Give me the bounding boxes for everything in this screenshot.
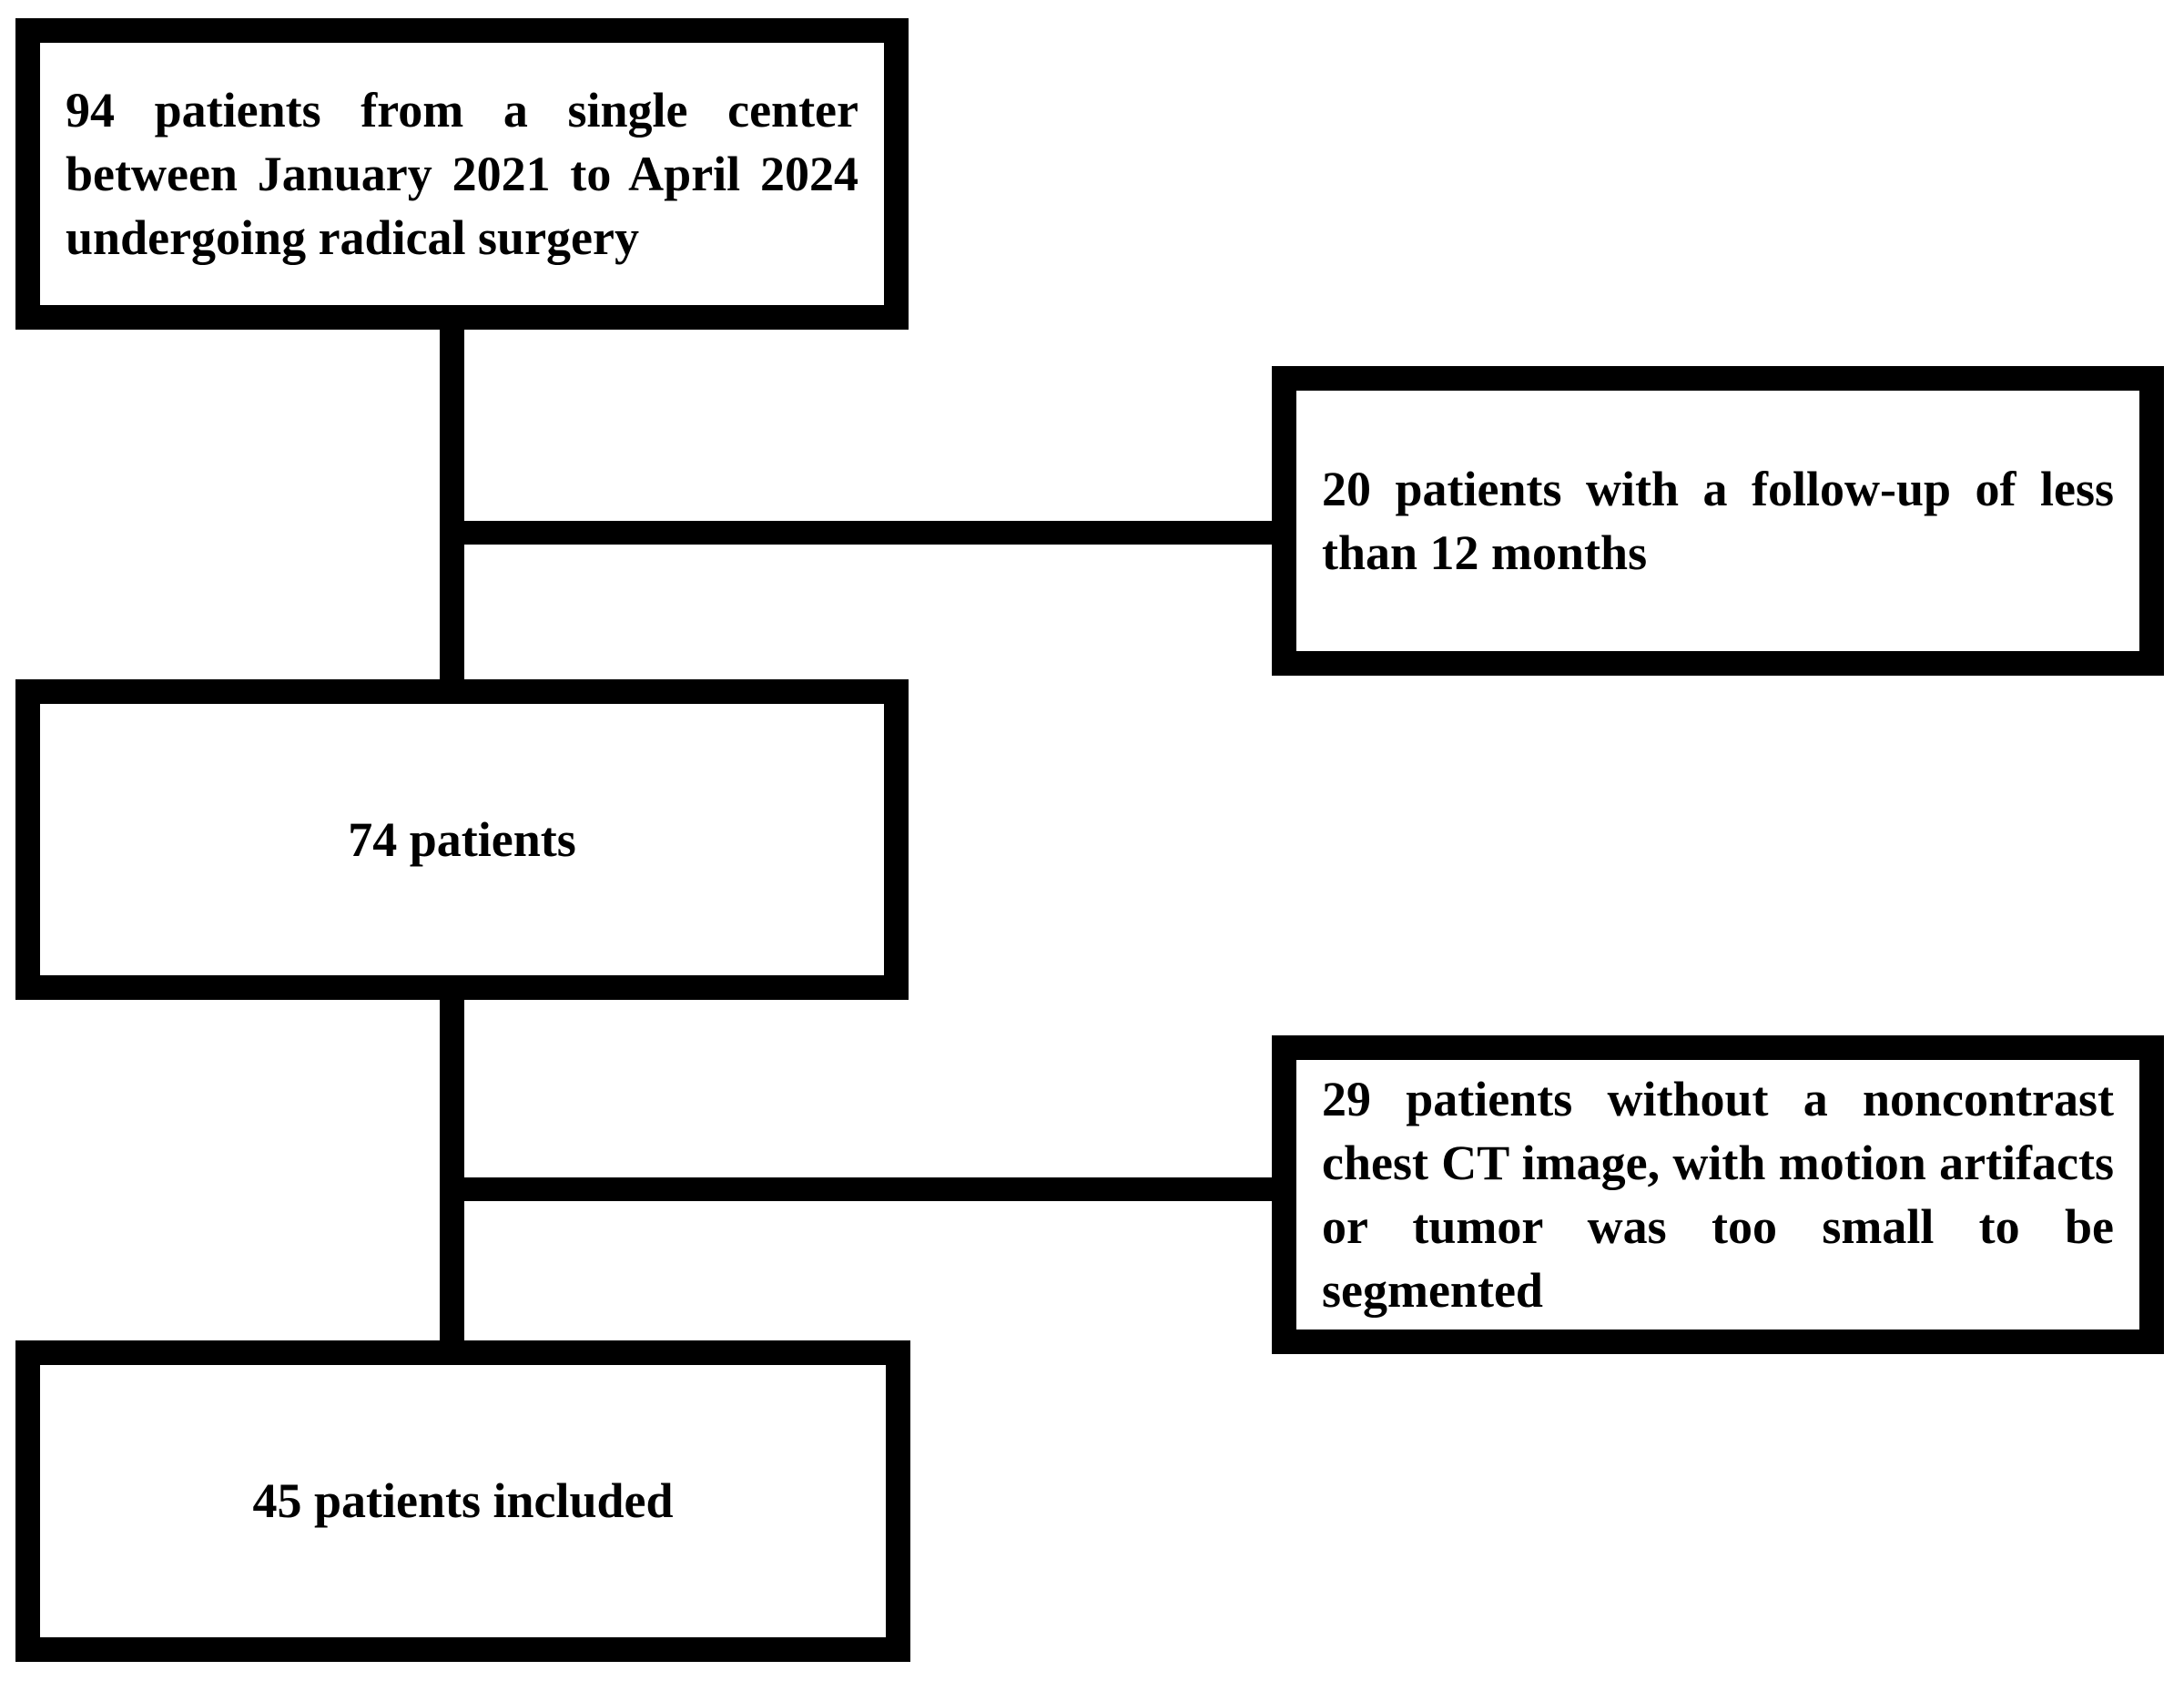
node-label-included: 45 patients included	[252, 1473, 674, 1529]
connector-eligible-to-included	[440, 989, 464, 1353]
flowchart-node-eligible: 74 patients	[15, 679, 909, 1000]
connector-enrolled-to-excluded-followup	[440, 521, 1282, 545]
flowchart-node-excluded-followup: 20 patients with a follow-up of less tha…	[1272, 366, 2164, 676]
connector-eligible-to-excluded-imaging	[440, 1177, 1282, 1201]
node-label-eligible: 74 patients	[348, 811, 576, 867]
flowchart-node-included: 45 patients included	[15, 1340, 910, 1662]
node-label-excluded-imaging: 29 patients without a noncontrast chest …	[1322, 1071, 2114, 1319]
node-label-excluded-followup: 20 patients with a follow-up of less tha…	[1322, 461, 2114, 580]
flowchart-node-excluded-imaging: 29 patients without a noncontrast chest …	[1272, 1035, 2164, 1354]
connector-enrolled-to-eligible	[440, 319, 464, 692]
flowchart-node-enrolled: 94 patients from a single center between…	[15, 18, 909, 330]
node-label-enrolled: 94 patients from a single center between…	[66, 82, 858, 266]
